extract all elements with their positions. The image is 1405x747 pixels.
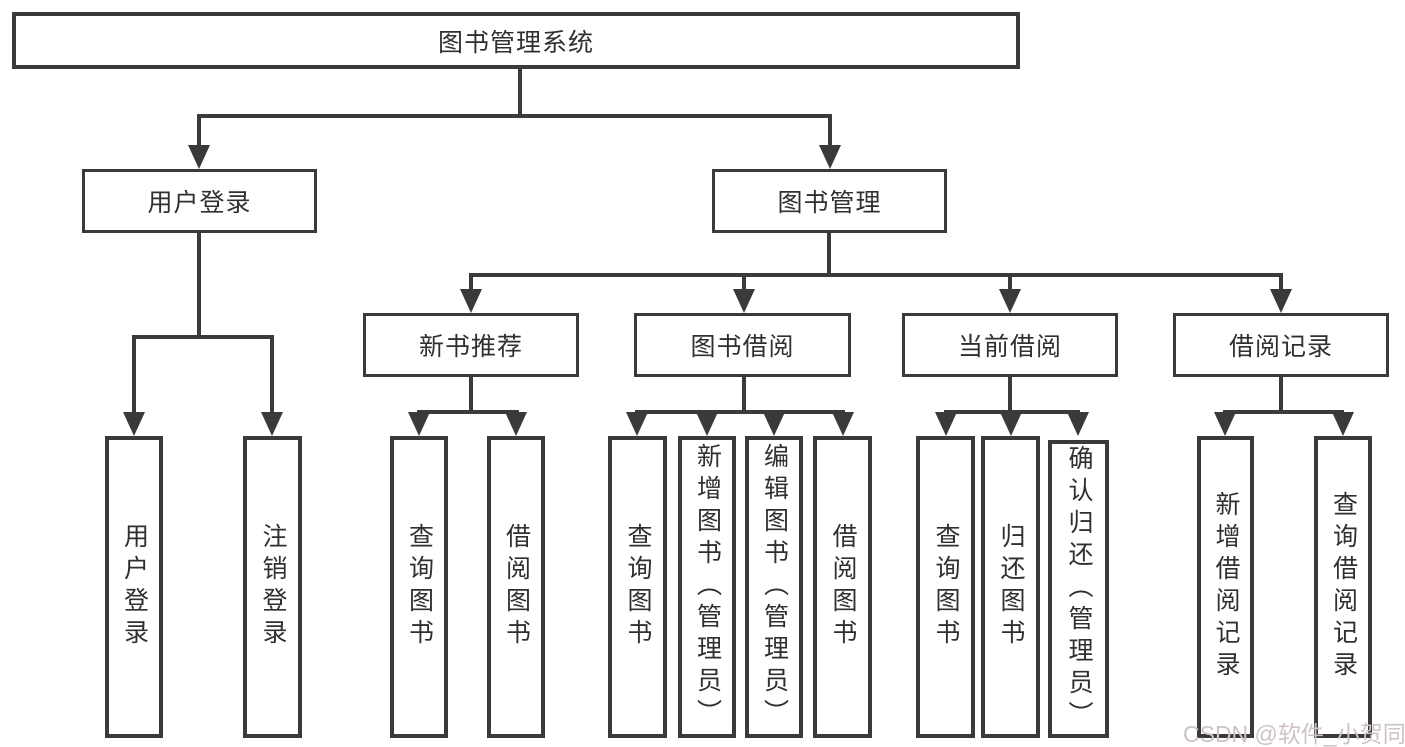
connector-drop-recommend [469, 273, 473, 293]
leaf-return-books-label: 归还图书 [997, 523, 1025, 651]
connector-root-stem [518, 69, 522, 118]
arrow-down-icon [763, 412, 785, 436]
connector-borrow-rail [635, 410, 845, 414]
connector-user-login-rail [132, 335, 274, 339]
arrow-down-icon [626, 412, 648, 436]
arrow-down-icon [1000, 412, 1022, 436]
connector-drop-current [1008, 273, 1012, 293]
leaf-add-borrow-record-label: 新增借阅记录 [1212, 491, 1240, 683]
node-root-label: 图书管理系统 [437, 28, 594, 57]
leaf-query-borrow-record-label: 查询借阅记录 [1329, 491, 1358, 683]
leaf-borrow-books-label: 借阅图书 [829, 523, 857, 651]
arrow-down-icon [819, 145, 841, 169]
node-current-borrow-label: 当前借阅 [957, 333, 1062, 361]
connector-level3-rail [469, 273, 1283, 277]
connector-book-mgmt-stem [827, 233, 831, 277]
connector-user-login-stem [197, 232, 201, 339]
arrow-down-icon [999, 289, 1021, 313]
node-book-borrow-label: 图书借阅 [690, 333, 795, 361]
node-user-login: 用户登录 [82, 169, 317, 233]
leaf-query-books-borrow: 查询图书 [608, 436, 667, 738]
connector-drop-leaf-logout [270, 335, 274, 414]
leaf-add-books-admin-label: 新增图书（管理员） [693, 443, 722, 731]
connector-level1-rail [197, 114, 832, 118]
node-book-management-label: 图书管理 [777, 189, 882, 217]
connector-drop-records [1279, 273, 1283, 293]
node-new-book-recommend: 新书推荐 [363, 313, 579, 377]
leaf-edit-books-admin-label: 编辑图书（管理员） [760, 443, 789, 731]
connector-borrow-stem [742, 377, 746, 414]
arrow-down-icon [832, 412, 854, 436]
arrow-down-icon [505, 412, 527, 436]
node-borrow-records-label: 借阅记录 [1228, 333, 1333, 361]
leaf-query-books-current-label: 查询图书 [932, 523, 960, 651]
connector-drop-leaf-login [132, 335, 136, 414]
arrow-down-icon [408, 412, 430, 436]
arrow-down-icon [733, 289, 755, 313]
leaf-add-borrow-record: 新增借阅记录 [1197, 436, 1254, 738]
arrow-down-icon [261, 412, 283, 436]
node-book-borrow: 图书借阅 [634, 313, 851, 377]
leaf-query-borrow-record: 查询借阅记录 [1314, 436, 1372, 738]
leaf-user-login-label: 用户登录 [120, 523, 149, 651]
leaf-edit-books-admin: 编辑图书（管理员） [745, 436, 803, 738]
leaf-user-login: 用户登录 [105, 436, 163, 738]
leaf-borrow-books-recommend: 借阅图书 [487, 436, 545, 738]
connector-records-stem [1279, 377, 1283, 414]
leaf-return-books: 归还图书 [981, 436, 1040, 738]
leaf-confirm-return-admin: 确认归还（管理员） [1048, 440, 1109, 738]
connector-recommend-stem [469, 377, 473, 414]
node-new-book-recommend-label: 新书推荐 [418, 333, 523, 361]
arrow-down-icon [1332, 412, 1354, 436]
arrow-down-icon [696, 412, 718, 436]
leaf-add-books-admin: 新增图书（管理员） [678, 436, 736, 738]
leaf-borrow-books: 借阅图书 [813, 436, 872, 738]
connector-recommend-rail [417, 410, 519, 414]
leaf-borrow-books-recommend-label: 借阅图书 [502, 523, 531, 651]
connector-drop-borrow [742, 273, 746, 293]
leaf-query-books-recommend-label: 查询图书 [405, 523, 434, 651]
arrow-down-icon [1067, 412, 1089, 436]
arrow-down-icon [1214, 412, 1236, 436]
node-root: 图书管理系统 [12, 12, 1020, 69]
connector-records-rail [1223, 410, 1344, 414]
arrow-down-icon [935, 412, 957, 436]
csdn-watermark: CSDN @软件_小贺同学 [1183, 721, 1405, 747]
arrow-down-icon [188, 145, 210, 169]
arrow-down-icon [1270, 289, 1292, 313]
node-current-borrow: 当前借阅 [902, 313, 1118, 377]
leaf-query-books-borrow-label: 查询图书 [624, 523, 652, 651]
arrow-down-icon [123, 412, 145, 436]
node-borrow-records: 借阅记录 [1173, 313, 1389, 377]
connector-drop-user-login [197, 114, 201, 147]
node-book-management: 图书管理 [712, 169, 947, 233]
leaf-confirm-return-admin-label: 确认归还（管理员） [1065, 445, 1093, 733]
leaf-logout: 注销登录 [243, 436, 302, 738]
leaf-query-books-current: 查询图书 [916, 436, 975, 738]
leaf-query-books-recommend: 查询图书 [390, 436, 448, 738]
connector-current-stem [1008, 377, 1012, 414]
leaf-logout-label: 注销登录 [259, 523, 287, 651]
connector-drop-book-management [828, 114, 832, 147]
node-user-login-label: 用户登录 [147, 189, 252, 217]
arrow-down-icon [460, 289, 482, 313]
